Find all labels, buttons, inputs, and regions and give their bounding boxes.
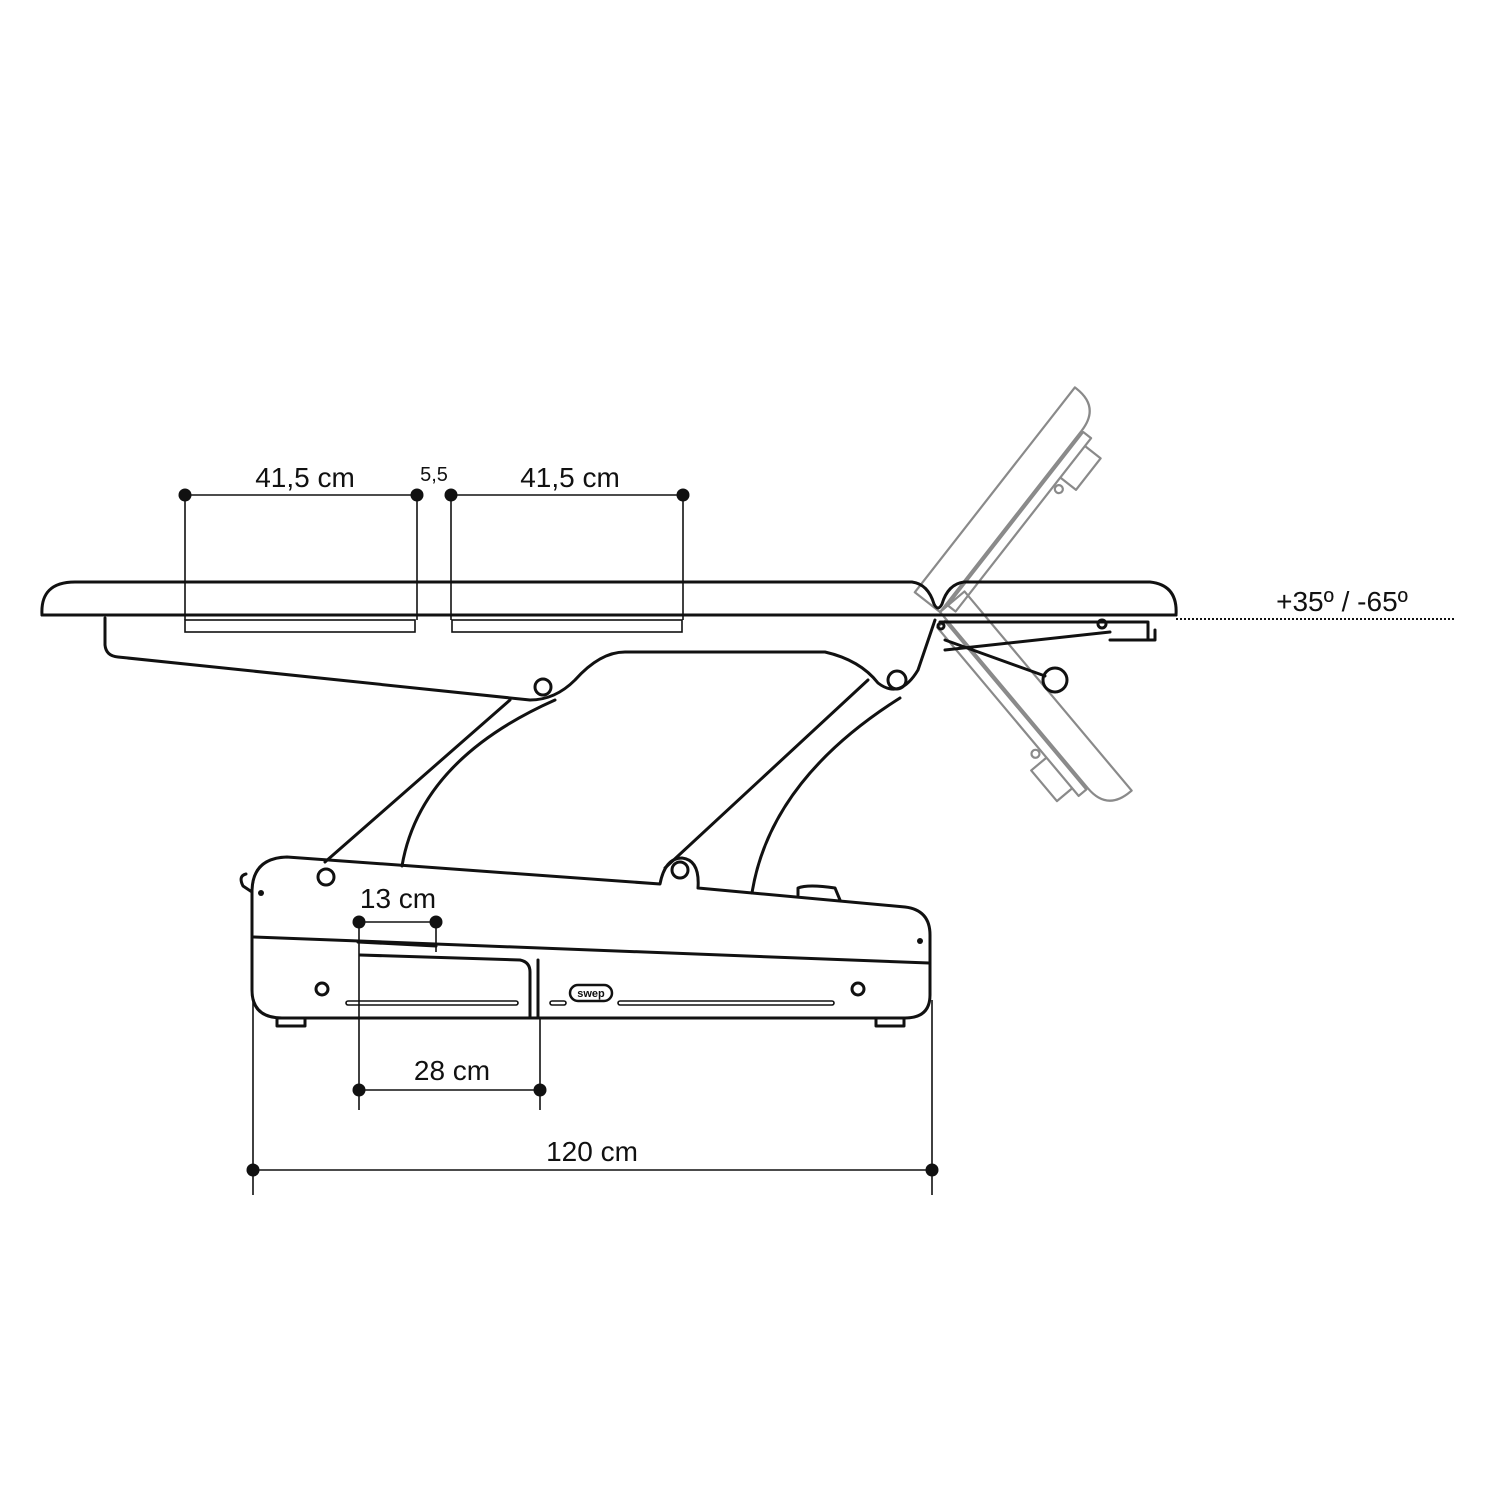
svg-text:5,5: 5,5 bbox=[420, 464, 448, 486]
angle-label: +35º / -65º bbox=[1276, 586, 1408, 617]
tabletop bbox=[40, 580, 1178, 617]
pivot-icon bbox=[886, 669, 908, 691]
svg-text:41,5 cm: 41,5 cm bbox=[520, 462, 620, 493]
svg-text:120 cm: 120 cm bbox=[546, 1136, 638, 1167]
dim-base: 120 cm bbox=[246, 1000, 939, 1195]
dim-gap: 5,5 bbox=[420, 464, 448, 486]
headrest-ghost-up bbox=[913, 386, 1102, 614]
dim-backrest: 41,5 cm bbox=[178, 462, 424, 620]
swep-logo: swep bbox=[568, 983, 614, 1003]
lift-arm-left bbox=[323, 698, 557, 868]
pivot-icon bbox=[533, 677, 553, 697]
dim-storage: 28 cm bbox=[352, 1018, 547, 1110]
svg-text:13 cm: 13 cm bbox=[360, 883, 436, 914]
svg-text:41,5 cm: 41,5 cm bbox=[255, 462, 355, 493]
dim-slot: 13 cm bbox=[352, 883, 443, 1110]
svg-text:swep: swep bbox=[577, 988, 605, 1000]
dim-seat: 41,5 cm bbox=[444, 462, 690, 620]
lift-arm-right bbox=[663, 678, 902, 895]
svg-text:28 cm: 28 cm bbox=[414, 1055, 490, 1086]
under-frame bbox=[103, 616, 937, 702]
